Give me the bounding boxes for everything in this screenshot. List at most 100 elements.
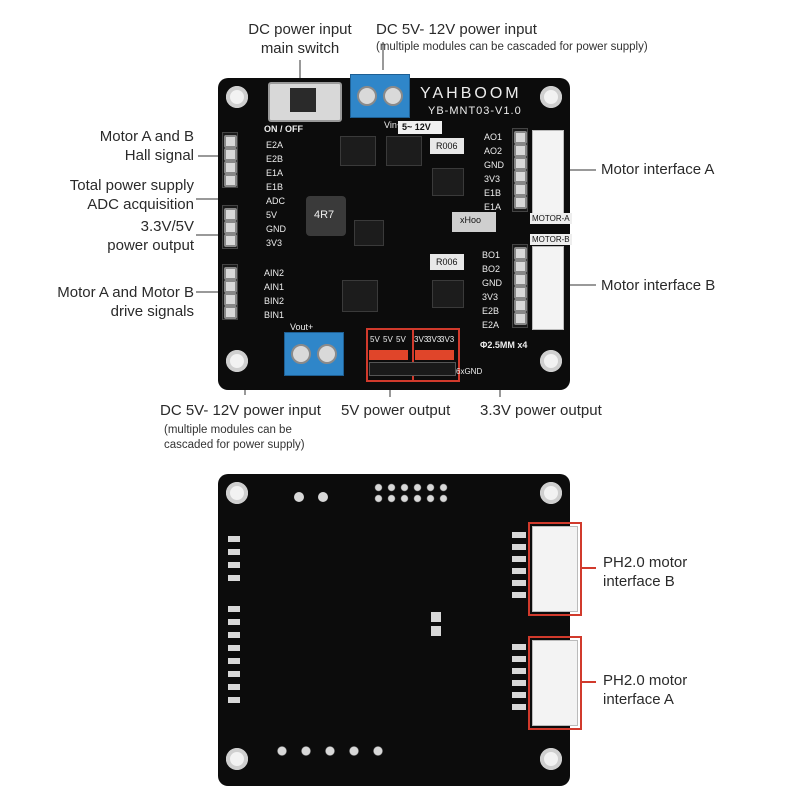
pin <box>514 157 527 170</box>
terminal-screw <box>383 86 403 106</box>
callout-line: 3.3V/5V <box>140 218 194 235</box>
pin-label: E2A <box>266 140 284 150</box>
header-label: 5V <box>383 335 393 344</box>
callout-ph20-a: PH2.0 motor interface A <box>603 671 687 709</box>
terminal-screw <box>317 344 337 364</box>
3v3-header-pins[interactable] <box>415 350 454 360</box>
callout-line: drive signals <box>110 303 194 320</box>
pin-label: E2B <box>266 154 284 164</box>
callout-dc-top: DC 5V- 12V power input <box>376 21 537 38</box>
center-pad <box>431 626 441 636</box>
pin <box>224 208 237 221</box>
callout-power-out: 3.3V/5V power output <box>40 217 194 255</box>
terminal-screw <box>357 86 377 106</box>
pin-label: ADC <box>266 196 286 206</box>
top-board <box>218 78 570 390</box>
pin <box>514 299 527 312</box>
callout-line: Motor A and Motor B <box>57 284 194 301</box>
callout-line: cascaded for power supply) <box>164 439 305 451</box>
pin-label: BO1 <box>482 250 501 260</box>
vin-range-text: 5~ 12V <box>402 122 431 132</box>
pin <box>224 148 237 161</box>
header-label: 5V <box>370 335 380 344</box>
pin <box>514 131 527 144</box>
mount-hole <box>540 748 562 770</box>
mosfet-chip <box>340 136 376 166</box>
pin <box>514 312 527 325</box>
pin-label: E1A <box>266 168 284 178</box>
chip-mark: R006 <box>436 141 458 151</box>
pin-label: 3V3 <box>484 174 501 184</box>
header-label: 3V3 <box>414 335 429 344</box>
gnd-header-pins[interactable] <box>369 362 456 376</box>
callout-drive: Motor A and Motor B drive signals <box>20 283 194 321</box>
pin <box>224 280 237 293</box>
callout-line: ADC acquisition <box>87 196 194 213</box>
callout-line: Motor A and B <box>99 128 194 145</box>
pin <box>514 144 527 157</box>
pin-label: GND <box>482 278 502 288</box>
motor-a-jst[interactable] <box>532 130 564 214</box>
callout-line: power output <box>107 237 194 254</box>
pin <box>514 247 527 260</box>
motor-b-tag: MOTOR-B <box>530 234 572 245</box>
mosfet-chip <box>386 136 422 166</box>
pin <box>224 267 237 280</box>
regulator-chip <box>354 220 384 246</box>
solder-pad <box>318 492 328 502</box>
brand-logo: YAHBOOM <box>420 85 522 102</box>
callout-motor-a: Motor interface A <box>601 161 715 178</box>
mount-hole <box>540 482 562 504</box>
solder-pad <box>294 492 304 502</box>
pin-label: 3V3 <box>482 292 499 302</box>
callout-line: DC power input <box>248 21 352 38</box>
callout-dc-bottom: DC 5V- 12V power input <box>160 402 321 419</box>
pin-label: BIN1 <box>264 310 285 320</box>
power-switch-knob <box>290 88 316 112</box>
header-label: 3V3 <box>440 335 455 344</box>
pin <box>224 293 237 306</box>
pin-label: AIN2 <box>264 268 285 278</box>
solder-pads-right-b <box>512 532 526 604</box>
callout-line: (multiple modules can be <box>164 424 292 436</box>
terminal-screw <box>291 344 311 364</box>
solder-pads-left-2 <box>228 606 240 710</box>
chip-mark: 4R7 <box>314 209 335 221</box>
motor-b-jst[interactable] <box>532 246 564 330</box>
callout-ph20-b: PH2.0 motor interface B <box>603 553 687 591</box>
ph20-b-highlight <box>528 522 582 616</box>
vin-range-badge <box>398 121 442 134</box>
pin-label: 5V <box>266 210 278 220</box>
ph20-connector-a[interactable] <box>532 640 578 726</box>
pin <box>224 221 237 234</box>
callout-line: interface A <box>603 691 674 708</box>
header-label: 3V3 <box>427 335 442 344</box>
pin <box>514 260 527 273</box>
ph20-b-leader <box>580 567 596 569</box>
motor-a-tag: MOTOR-A <box>530 213 572 224</box>
pin <box>224 161 237 174</box>
mount-hole <box>540 350 562 372</box>
mount-hole <box>226 86 248 108</box>
callout-hall: Motor A and B Hall signal <box>40 127 194 165</box>
mount-hole <box>226 350 248 372</box>
hole-note: Φ2.5MM x4 <box>480 340 528 350</box>
pin-label: GND <box>266 224 286 234</box>
shunt-resistor <box>430 138 464 154</box>
pin <box>224 135 237 148</box>
callout-line: PH2.0 motor <box>603 554 688 571</box>
ph20-connector-b[interactable] <box>532 526 578 612</box>
callout-dc-top-note: (multiple modules can be cascaded for po… <box>376 41 648 53</box>
pin-label: AIN1 <box>264 282 285 292</box>
pin-label: AO1 <box>484 132 503 142</box>
driver-chip <box>432 280 464 308</box>
pin <box>514 183 527 196</box>
5v-header-pins[interactable] <box>369 350 408 360</box>
ph20-a-leader <box>580 681 596 683</box>
solder-pads-bottom <box>270 746 390 756</box>
callout-line: Hall signal <box>124 147 194 164</box>
bottom-board <box>218 474 570 786</box>
pin <box>514 286 527 299</box>
callout-line: PH2.0 motor <box>603 672 688 689</box>
capacitor <box>452 212 496 232</box>
